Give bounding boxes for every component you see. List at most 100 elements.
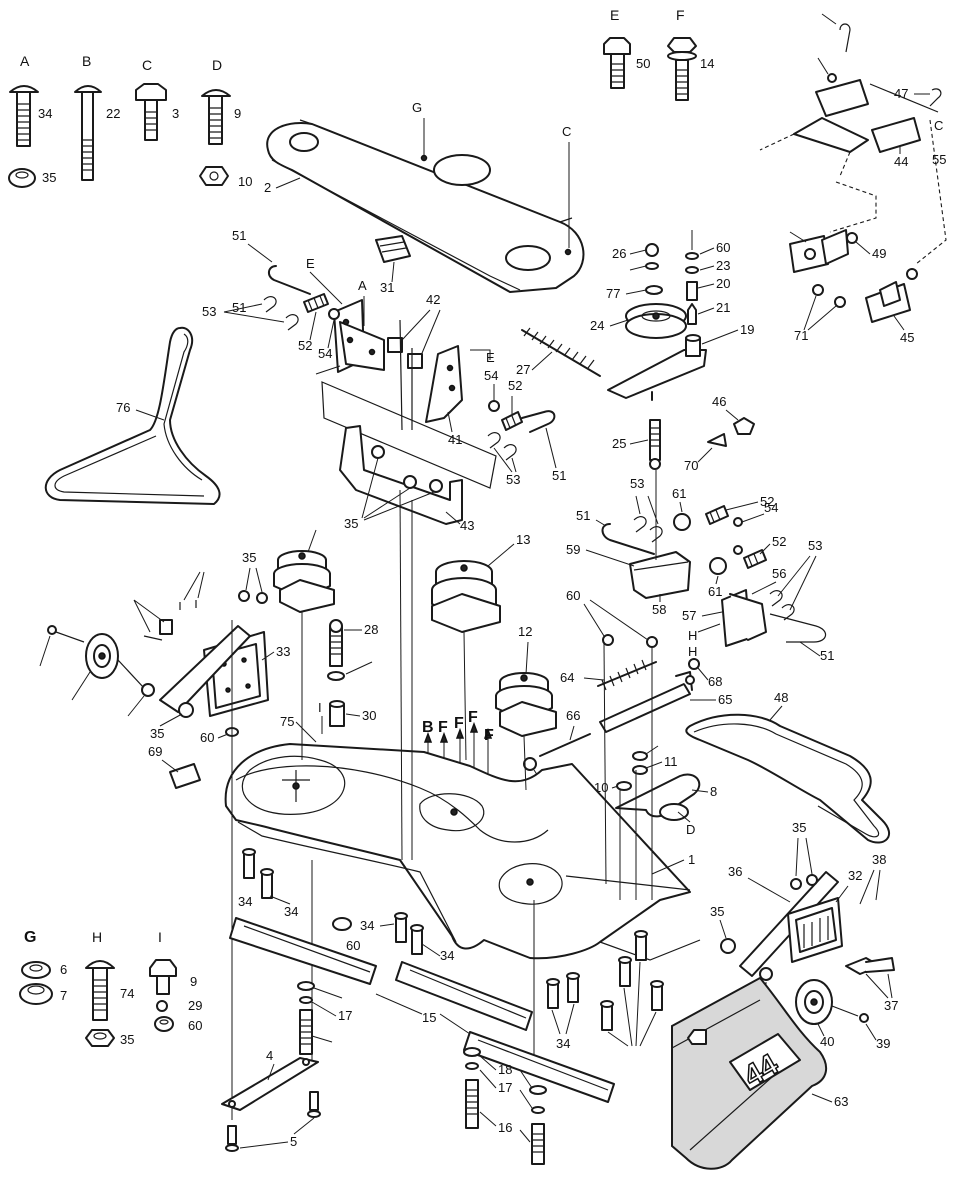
- label-60d: 60: [346, 938, 360, 953]
- key-letter-e: E: [610, 7, 619, 23]
- clip-washer-icon: [827, 73, 837, 83]
- carriage-bolt-icon: [201, 89, 231, 145]
- label-52c: 52: [760, 494, 774, 509]
- label-52d: 52: [772, 534, 786, 549]
- hex-bolt-icon: [135, 83, 167, 141]
- mower-blade-center: [463, 1031, 615, 1103]
- nut-icon: [602, 634, 614, 646]
- washer-icon: [616, 781, 632, 791]
- label-17c: 17: [498, 1080, 512, 1095]
- flange-bolt-icon: [667, 37, 697, 101]
- discharge-chute: [671, 976, 828, 1170]
- label-32: 32: [848, 868, 862, 883]
- label-23: 23: [716, 258, 730, 273]
- nut-icon: [178, 702, 194, 718]
- callout-letter-c2: C: [934, 118, 943, 133]
- key-letter-c: C: [142, 57, 152, 73]
- washer-icon: [632, 751, 648, 761]
- label-35a: 35: [344, 516, 358, 531]
- callout-letter-e1: E: [306, 256, 315, 271]
- label-71: 71: [794, 328, 808, 343]
- label-51e: 51: [820, 648, 834, 663]
- lock-nut-icon: [19, 983, 53, 1005]
- anti-scalp-roller: [795, 979, 869, 1025]
- label-34c: 34: [360, 918, 374, 933]
- hardware-key-top: A 34 35 B 22 C 3 D: [8, 7, 714, 189]
- label-34d: 34: [440, 948, 454, 963]
- key-part-d1: 9: [234, 106, 241, 121]
- label-59: 59: [566, 542, 580, 557]
- key-letter-h: H: [92, 929, 102, 945]
- label-36b: 36: [728, 864, 742, 879]
- center-bolt-stack: [327, 619, 345, 727]
- lock-nut-icon: [85, 1029, 115, 1047]
- label-51d: 51: [576, 508, 590, 523]
- gauge-bracket-upper: [789, 229, 849, 273]
- label-55b: 55: [932, 152, 946, 167]
- key-letter-i: I: [158, 929, 162, 945]
- key-letter-a: A: [20, 53, 30, 69]
- decal-icon: [707, 417, 755, 447]
- nut-icon: [834, 296, 846, 308]
- label-16b: 16: [498, 1120, 512, 1135]
- key-part-c1: 3: [172, 106, 179, 121]
- label-28: 28: [364, 622, 378, 637]
- key-part-g1: 6: [60, 962, 67, 977]
- label-34b: 34: [284, 904, 298, 919]
- nut-icon: [332, 917, 352, 931]
- label-44: 44: [894, 154, 908, 169]
- label-53a: 53: [202, 304, 216, 319]
- pivot-bracket: [339, 425, 463, 525]
- callout-letter-g: G: [412, 100, 422, 115]
- belt-guide: [615, 773, 701, 821]
- label-56: 56: [772, 566, 786, 581]
- drive-belt: [44, 326, 221, 505]
- label-70: 70: [684, 458, 698, 473]
- label-51c: 51: [552, 468, 566, 483]
- bracket-bolt-icon: [387, 337, 423, 369]
- washer-icon: [156, 1000, 168, 1012]
- washer-icon: [141, 683, 155, 697]
- key-letter-b: B: [82, 53, 91, 69]
- label-69: 69: [148, 744, 162, 759]
- label-77: 77: [606, 286, 620, 301]
- right-spring-rod: [501, 410, 556, 433]
- hardware-key-bottom: G 6 7 H 74 35 I 9 29: [19, 929, 202, 1047]
- washer-icon: [21, 961, 51, 979]
- label-34a: 34: [238, 894, 252, 909]
- callout-letter-f1: F: [438, 719, 448, 736]
- label-51b: 51: [232, 228, 246, 243]
- key-letter-g: G: [24, 929, 36, 946]
- hairpin-clip-icon: [487, 432, 517, 461]
- right-idler-bracket: [425, 345, 463, 423]
- key-part-i3: 60: [188, 1018, 202, 1033]
- key-part-a2: 35: [42, 170, 56, 185]
- label-5: 5: [290, 1134, 297, 1149]
- label-11: 11: [664, 754, 678, 769]
- key-part-a1: 34: [38, 106, 52, 121]
- pin-bolt-icon: [845, 957, 895, 975]
- callout-letter-d: D: [686, 822, 695, 837]
- label-51a: 51: [232, 300, 246, 315]
- key-part-d2: 10: [238, 174, 252, 189]
- pin-bolt-icon: [143, 600, 197, 641]
- mower-deck-housing: [224, 743, 701, 961]
- label-52a: 52: [298, 338, 312, 353]
- label-52b: 52: [508, 378, 522, 393]
- label-54a: 54: [318, 346, 332, 361]
- alignment-lines: [231, 470, 657, 1120]
- washer-icon: [632, 765, 648, 775]
- label-31: 31: [380, 280, 394, 295]
- hex-bolt-icon: [603, 37, 631, 89]
- label-63: 63: [834, 1094, 848, 1109]
- key-part-i1: 9: [190, 974, 197, 989]
- label-61a: 61: [672, 486, 686, 501]
- label-58: 58: [652, 602, 666, 617]
- label-13: 13: [516, 532, 530, 547]
- key-part-f1: 14: [700, 56, 714, 71]
- key-part-i2: 29: [188, 998, 202, 1013]
- right-idler-assembly: [601, 505, 827, 647]
- tension-spring: [521, 327, 601, 377]
